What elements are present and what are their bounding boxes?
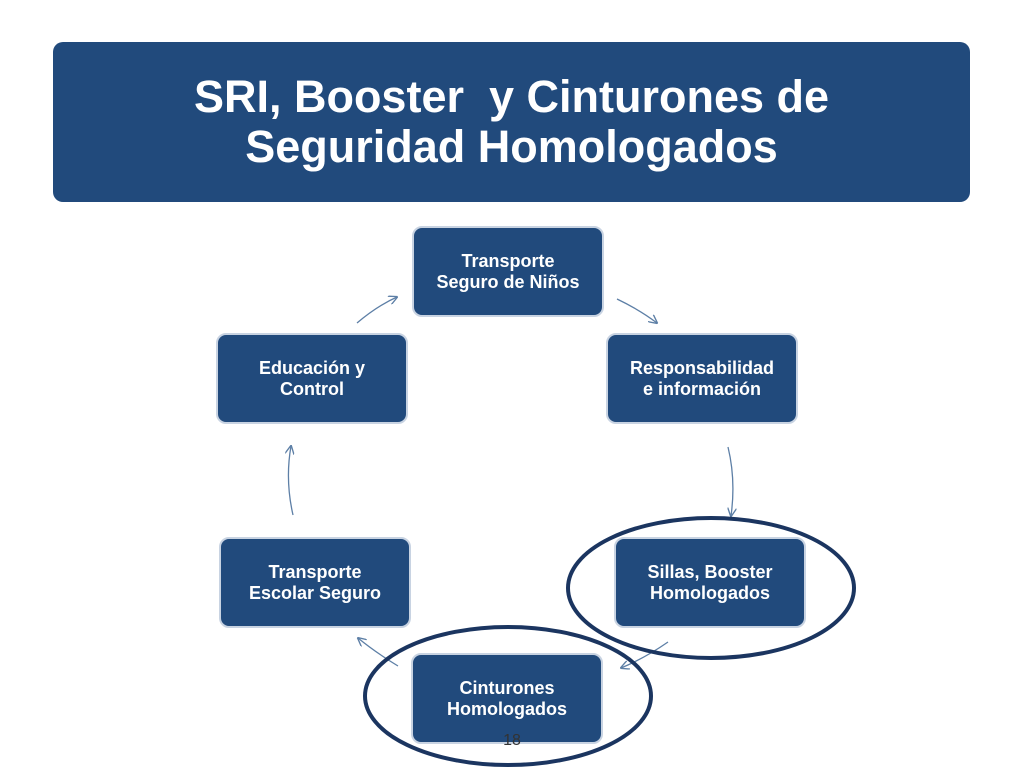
node-educacion-control: Educación y Control	[216, 333, 408, 424]
arrow-edu-to-top	[356, 297, 397, 324]
arrow-escolar-to-edu	[288, 446, 293, 516]
node-transporte-seguro-ninos: Transporte Seguro de Niños	[412, 226, 604, 317]
title-banner: SRI, Booster y Cinturones de Seguridad H…	[53, 42, 970, 202]
node-sillas-booster-homologados: Sillas, Booster Homologados	[614, 537, 806, 628]
arrow-sillas-to-cint	[621, 641, 669, 668]
node-responsabilidad-informacion: Responsabilidad e información	[606, 333, 798, 424]
slide-title-line-2: Seguridad Homologados	[245, 121, 778, 172]
arrow-right-to-sillas	[728, 446, 733, 516]
highlight-ring-sillas	[566, 516, 856, 660]
node-transporte-escolar-seguro: Transporte Escolar Seguro	[219, 537, 411, 628]
arrow-cint-to-escolar	[358, 638, 399, 667]
highlight-ring-cinturones	[363, 625, 653, 767]
arrow-top-to-right	[616, 298, 657, 323]
node-cinturones-homologados: Cinturones Homologados	[411, 653, 603, 744]
page-number: 18	[503, 732, 521, 749]
slide-title-line-1: SRI, Booster y Cinturones de	[193, 71, 830, 122]
